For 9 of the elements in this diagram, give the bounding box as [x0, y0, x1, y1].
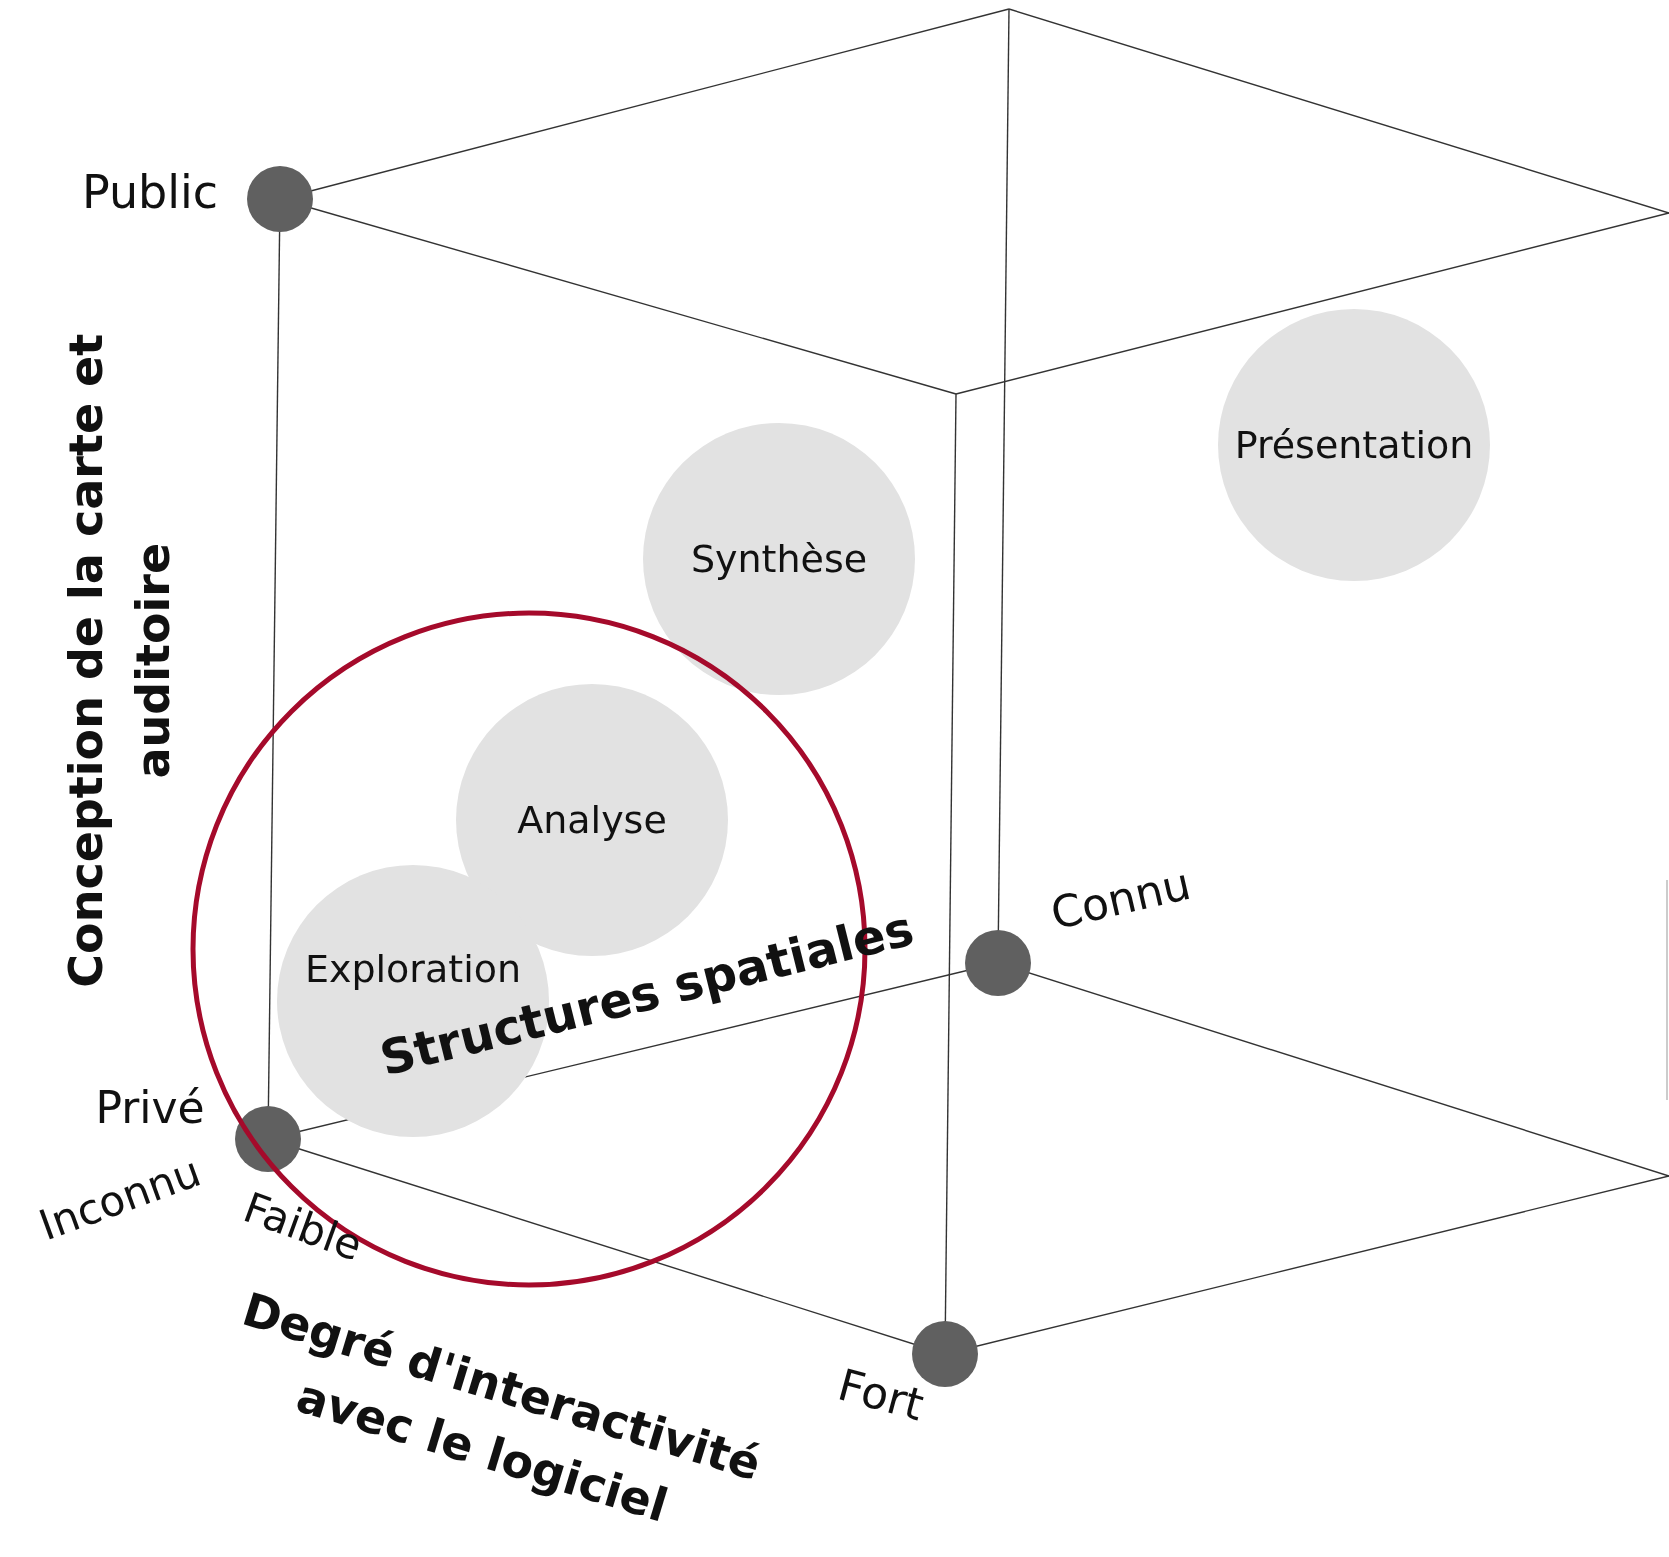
axis-end-label: Privé	[95, 1081, 205, 1133]
category-label: Synthèse	[690, 537, 868, 581]
axis-end-label: Faible	[237, 1182, 369, 1270]
axis-end-label: Fort	[832, 1358, 930, 1430]
axis-end-label: Public	[82, 165, 219, 219]
category-label: Présentation	[1234, 423, 1474, 467]
axis-end-label: Connu	[1045, 857, 1195, 939]
axis-title: Conception de la carte et auditoire	[58, 332, 181, 990]
category-label: Analyse	[517, 798, 667, 842]
